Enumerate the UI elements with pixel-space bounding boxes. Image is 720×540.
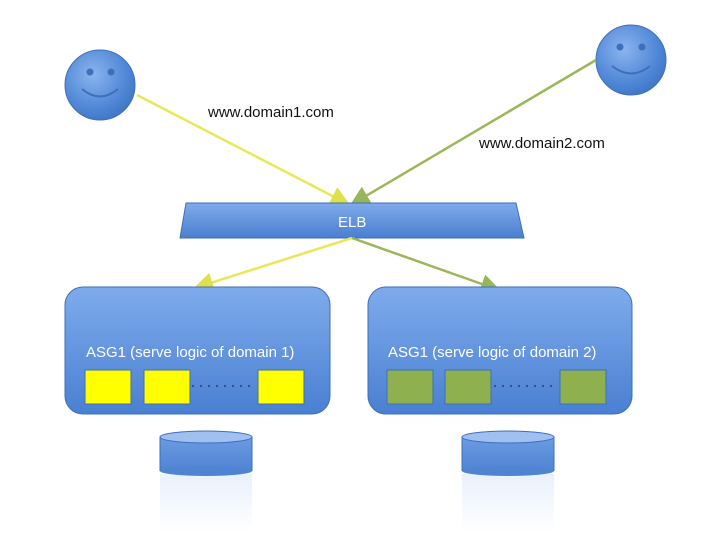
asg1-instance — [257, 369, 305, 405]
user-1-smiley-icon — [64, 49, 136, 121]
elb-shape — [179, 202, 525, 239]
domain2-label: www.domain2.com — [479, 135, 605, 152]
domain1-request-arrow — [136, 93, 351, 206]
elb-to-asg2-arrow — [351, 236, 501, 294]
domain2-request-arrow — [349, 58, 597, 206]
database-1-cylinder-icon — [159, 430, 253, 534]
elb-to-asg1-arrow — [193, 236, 353, 292]
asg1-instance — [84, 369, 132, 405]
asg2-instance — [386, 369, 434, 405]
asg1-label: ASG1 (serve logic of domain 1) — [86, 344, 295, 361]
domain1-label: www.domain1.com — [208, 104, 334, 121]
asg1-instance — [143, 369, 191, 405]
asg2-instance — [444, 369, 492, 405]
asg2-instance — [559, 369, 607, 405]
database-2-cylinder-icon — [461, 430, 555, 534]
asg2-label: ASG1 (serve logic of domain 2) — [388, 344, 597, 361]
user-2-smiley-icon — [595, 24, 667, 96]
elb-label: ELB — [338, 214, 367, 231]
